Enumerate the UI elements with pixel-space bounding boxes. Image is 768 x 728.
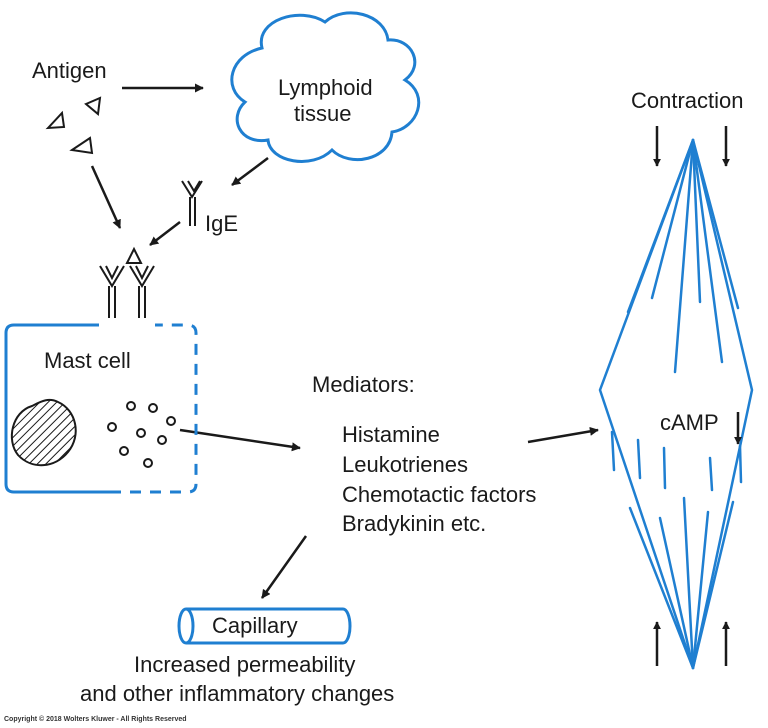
permeability-line1: Increased permeability <box>134 652 356 677</box>
granule <box>157 435 167 445</box>
granule <box>148 403 158 413</box>
granule <box>119 446 129 456</box>
muscle-fiber <box>691 138 724 364</box>
muscle-fiber <box>658 516 695 670</box>
capillary-tube <box>177 607 352 645</box>
granule <box>126 401 136 411</box>
permeability-line2: and other inflammatory changes <box>80 681 395 706</box>
muscle-fiber <box>628 506 695 670</box>
muscle-fiber <box>691 510 710 670</box>
granule <box>143 458 153 468</box>
lymphoid-label-line2: tissue <box>294 101 352 126</box>
receptor-antibody-1 <box>99 265 125 318</box>
mediator-histamine: Histamine <box>342 422 440 447</box>
antigen-triangle-1 <box>45 110 66 130</box>
copyright-notice: Copyright © 2018 Wolters Kluwer - All Ri… <box>4 716 187 723</box>
arrow-mediators-to-muscle <box>527 426 599 444</box>
receptor-ige-antibodies <box>99 246 155 318</box>
muscle-fiber <box>691 138 740 310</box>
arrow-granules-to-mediators <box>179 428 301 452</box>
muscle-outline-left <box>598 138 695 670</box>
mast-cell-granules <box>107 401 176 468</box>
mediator-bradykinin: Bradykinin etc. <box>342 511 487 536</box>
receptor-antibody-2 <box>129 265 155 318</box>
muscle-fiber <box>738 444 743 484</box>
granule <box>107 422 117 432</box>
antigen-triangles <box>45 96 102 155</box>
muscle-fiber <box>691 138 702 304</box>
smooth-muscle-bundle <box>598 138 754 670</box>
mast-cell-membrane-dashed <box>110 323 198 494</box>
camp-label: cAMP <box>660 410 719 435</box>
muscle-fiber <box>673 138 695 374</box>
muscle-outline-right <box>691 138 754 670</box>
muscle-fiber <box>650 138 695 300</box>
arrow-mediators-to-capillary <box>260 535 308 599</box>
ige-antibody <box>181 180 203 226</box>
granule <box>136 428 146 438</box>
mediator-chemotactic-factors: Chemotactic factors <box>342 482 537 507</box>
muscle-fiber <box>626 138 695 314</box>
muscle-fiber <box>691 500 735 670</box>
muscle-fiber <box>662 446 667 490</box>
mast-cell-label: Mast cell <box>44 348 131 373</box>
mediator-leukotrienes: Leukotrienes <box>342 452 468 477</box>
granule <box>166 416 176 426</box>
arrow-antigen-to-mast <box>90 165 122 229</box>
antigen-triangle-2 <box>84 96 102 116</box>
mediators-heading: Mediators: <box>312 372 415 397</box>
muscle-fiber <box>610 430 616 472</box>
lymphoid-tissue-cloud <box>230 11 421 163</box>
antigen-triangle-3 <box>69 136 94 155</box>
antigen-label: Antigen <box>32 58 107 83</box>
lymphoid-label-line1: Lymphoid <box>278 75 373 100</box>
arrow-lymphoid-to-ige <box>231 157 269 186</box>
muscle-fiber <box>682 496 695 670</box>
mast-cell-nucleus <box>10 398 77 467</box>
muscle-fiber <box>636 438 642 480</box>
ige-label: IgE <box>205 211 239 236</box>
mast-cell-membrane-solid <box>4 323 110 494</box>
contraction-label: Contraction <box>631 88 744 113</box>
arrow-ige-to-receptors <box>149 221 181 246</box>
bound-antigen-triangle <box>125 246 143 264</box>
capillary-label: Capillary <box>212 613 298 638</box>
muscle-fiber <box>708 456 714 492</box>
